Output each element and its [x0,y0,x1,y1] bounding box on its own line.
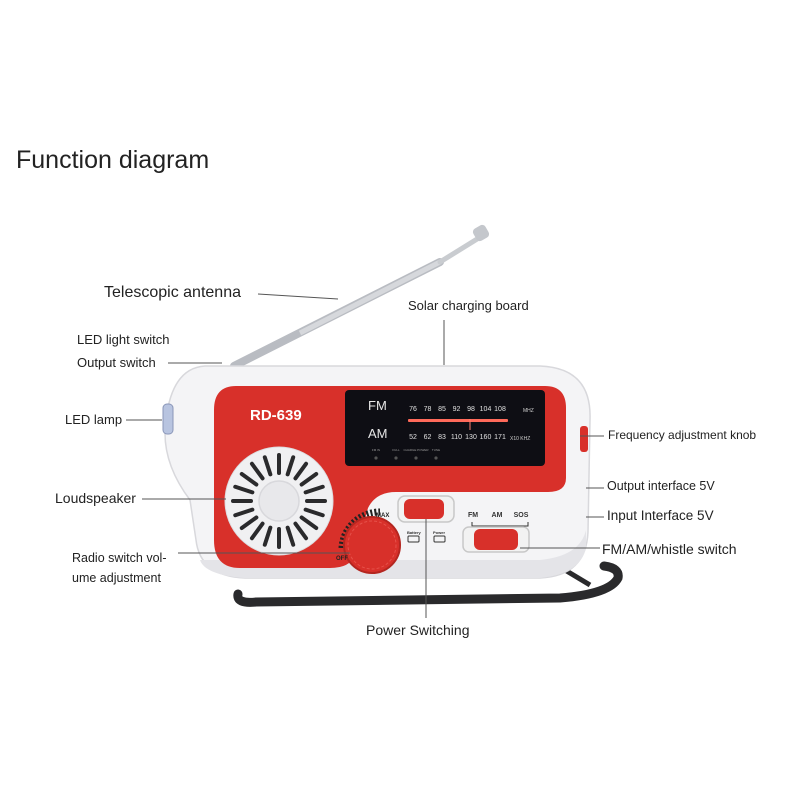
tuning-dial-window [345,390,545,466]
speaker-slot [293,461,309,481]
label-telescopic-antenna: Telescopic antenna [104,284,241,301]
am-band-label: AM [368,426,388,441]
am-scale-tick: 110 [451,434,462,441]
speaker-slot [285,455,296,477]
indicator-label: FULL [392,448,400,452]
speaker-slot [262,525,273,547]
fm-scale-tick: 104 [480,406,492,413]
fm-unit: MHZ [523,408,534,414]
am-unit: X10 KHZ [510,436,530,442]
indicator-label: TUNE [432,448,440,452]
speaker-slot [299,515,319,531]
led-lamp [162,403,174,435]
label-frequency-knob: Frequency adjustment knob [608,428,757,442]
fm-scale-tick: 92 [453,406,461,413]
indicator-label: CHARGE POWER [403,448,429,452]
power-switch [404,499,444,519]
freq-knob-edge [580,426,588,452]
speaker-slot [299,471,319,487]
indicator-led [374,456,378,460]
speaker-slot [249,521,265,541]
fm-scale-tick: 78 [424,406,432,413]
indicator-led [414,456,418,460]
fm-scale-tick: 98 [467,406,475,413]
battery-label: Battery [407,530,422,535]
speaker-slots [231,453,327,549]
indicator-label: FM IN [372,448,380,452]
label-volume-adjustment: Radio switch vol- ume adjustment [72,551,167,585]
label-loudspeaker: Loudspeaker [55,490,136,506]
fm-band-label: FM [368,398,387,413]
band-switch-labels: FM AM SOS [468,512,529,519]
label-led-lamp: LED lamp [65,412,123,427]
indicator-led [434,456,438,460]
battery-icon [407,535,420,543]
label-led-light-switch: LED light switch [77,332,170,347]
knob-max-label: MAX [376,513,389,519]
solar-icon [433,535,446,543]
volume-knob [343,516,401,574]
am-scale-tick: 171 [494,434,506,441]
band-label: FM [468,512,478,519]
am-scale-tick: 52 [409,434,417,441]
speaker-slot [293,521,309,541]
am-scale-tick: 83 [438,434,446,441]
label-band-switch: FM/AM/whistle switch [602,541,737,557]
model-label: RD-639 [250,407,302,424]
telescopic-antenna [230,224,490,370]
speaker-slot [262,455,273,477]
fm-scale-tick: 76 [409,406,417,413]
knob-off-label: OFF [336,556,348,562]
indicator-led [394,456,398,460]
strap-loop [563,567,592,588]
speaker-slot [239,515,259,531]
speaker-slot [233,507,255,518]
diagram-title: Function diagram [16,146,210,174]
speaker-slot [233,484,255,495]
am-scale-tick: 160 [480,434,492,441]
band-label: AM [492,512,503,519]
label-solar-charging-board: Solar charging board [408,298,529,313]
speaker-slot [303,507,325,518]
am-scale-tick: 130 [465,434,477,441]
label-output-switch: Output switch [77,355,156,370]
fm-scale-tick: 108 [494,406,506,413]
tuning-pointer-bar [408,419,508,422]
label-output-interface: Output interface 5V [607,479,715,493]
band-switch [474,529,518,550]
band-label: SOS [514,512,529,519]
speaker-slot [239,471,259,487]
label-input-interface: Input Interface 5V [607,508,714,523]
am-scale-tick: 62 [424,434,432,441]
leader-lines [126,293,604,618]
fm-scale-tick: 85 [438,406,446,413]
speaker-slot [285,525,296,547]
speaker-slot [249,461,265,481]
wrist-strap [233,561,623,607]
label-power-switching: Power Switching [366,622,470,638]
power-label: Power [433,530,445,535]
speaker-slot [303,484,325,495]
